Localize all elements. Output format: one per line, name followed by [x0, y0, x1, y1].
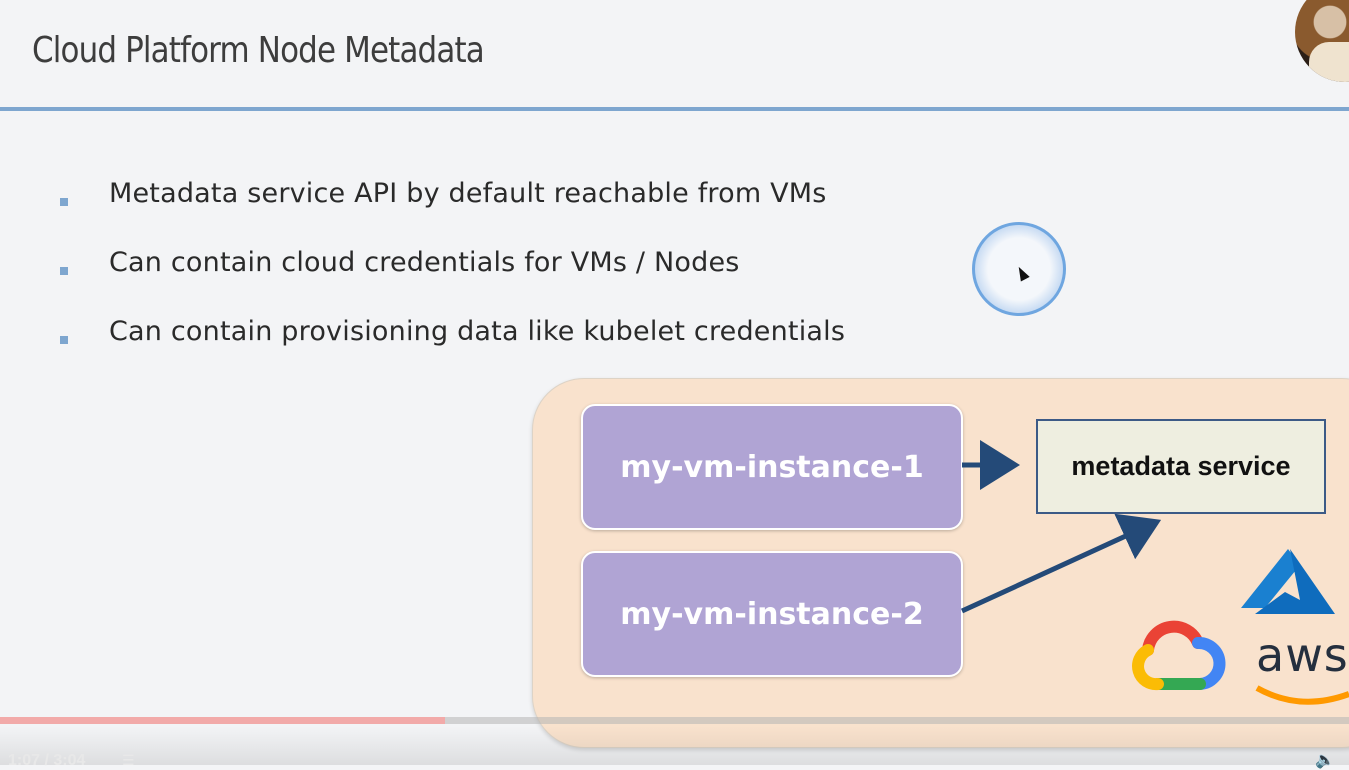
video-time-display: 1:07 / 3:04: [8, 752, 86, 769]
azure-logo-icon: [1241, 549, 1335, 614]
arrow-vm2-to-metadata: [960, 513, 1162, 614]
chapters-icon[interactable]: ☰: [122, 752, 135, 768]
video-controls-bar: [0, 726, 1349, 765]
bullet-square-icon: [60, 198, 68, 206]
metadata-service-box: metadata service: [1036, 419, 1326, 514]
title-rule: [0, 107, 1349, 111]
bullet-square-icon: [60, 336, 68, 344]
vm-instance-1-box: my-vm-instance-1: [581, 404, 963, 530]
google-cloud-logo-icon: [1132, 620, 1226, 691]
bullet-text: Can contain cloud credentials for VMs / …: [109, 247, 740, 278]
vm-instance-2-box: my-vm-instance-2: [581, 551, 963, 677]
volume-icon[interactable]: 🔈: [1315, 752, 1335, 769]
bullet-text: Metadata service API by default reachabl…: [109, 178, 827, 209]
bullet-text: Can contain provisioning data like kubel…: [109, 316, 846, 347]
slide-title: Cloud Platform Node Metadata: [32, 30, 485, 71]
video-progress-bar[interactable]: [0, 717, 1349, 724]
video-progress-fill: [0, 717, 446, 724]
aws-logo-text: aws: [1256, 628, 1349, 682]
aws-smile-icon: [1255, 685, 1349, 705]
bullet-square-icon: [60, 267, 68, 275]
click-highlight-ring: [972, 222, 1066, 316]
